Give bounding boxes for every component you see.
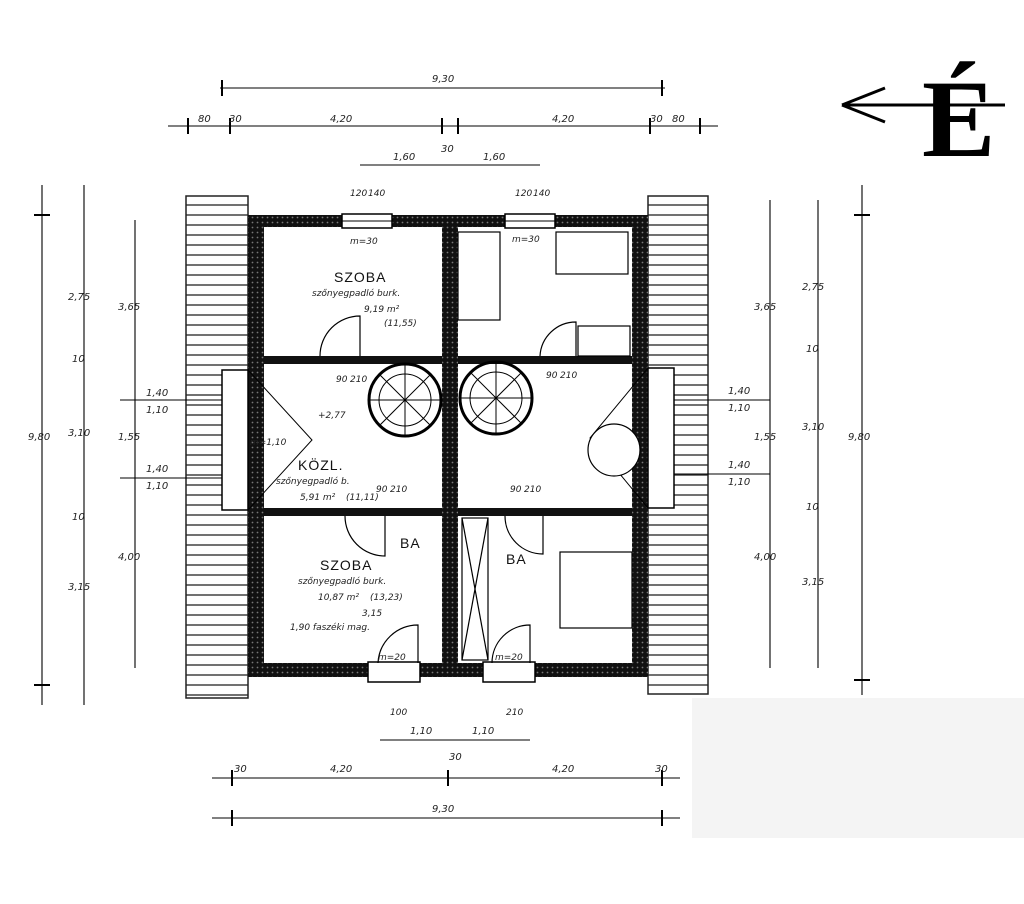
furniture <box>457 231 641 661</box>
door-size: 210 <box>350 375 367 385</box>
dimension-ticks <box>34 80 870 826</box>
dim-left-part: 3,10 <box>68 428 90 439</box>
dim-top-total: 9,30 <box>432 74 454 85</box>
room-2-label: SZOBA szőnyegpadló burk. 10,87 m² (13,23… <box>290 557 403 633</box>
dim-top-part: 30 <box>229 114 242 125</box>
dim-top-part: 30 <box>650 114 663 125</box>
north-letter: É <box>922 58 995 180</box>
dim-bottom-part: 4,20 <box>552 764 574 775</box>
dim-bottom-part: 30 <box>449 752 462 763</box>
door-size: 210 <box>390 485 407 495</box>
window-size: 140 <box>368 189 385 199</box>
ba-label: BA <box>400 535 421 551</box>
door-size: 90 <box>546 371 558 381</box>
room-floor: szőnyegpadló burk. <box>298 576 386 587</box>
dim-right-inner: 4,00 <box>754 552 776 563</box>
dim-right-part: 3,10 <box>802 422 824 433</box>
room-level: +2,77 <box>318 411 346 421</box>
dim-side-window: 1,10 <box>728 403 750 414</box>
room-area: 9,19 m² <box>364 305 400 315</box>
dim-top-part: 80 <box>198 114 211 125</box>
room-floor: szőnyegpadló burk. <box>312 288 400 299</box>
door-size: 90 <box>376 485 388 495</box>
dim-side-window: 1,10 <box>146 481 168 492</box>
dim-left-part: 10 <box>72 354 85 365</box>
dim-top-window-right: 1,60 <box>483 152 505 163</box>
ba-label: BA <box>506 551 527 567</box>
dim-side-window: 1,40 <box>146 388 168 399</box>
north-arrow: É <box>841 58 1005 180</box>
room-floor: szőnyegpadló b. <box>276 476 350 487</box>
window-tag: m=20 <box>378 653 406 663</box>
dim-right-part: 10 <box>806 502 819 513</box>
dim-left-part: 2,75 <box>68 292 90 303</box>
window-tag: m=1,10 <box>250 438 287 448</box>
window-size: 140 <box>533 189 550 199</box>
dim-side-window: 1,40 <box>146 464 168 475</box>
dim-bottom-window: 1,10 <box>472 726 494 737</box>
window-tag: m=30 <box>512 235 540 245</box>
dim-right-total: 9,80 <box>848 432 870 443</box>
dim-top-part: 80 <box>672 114 685 125</box>
room-name: SZOBA <box>320 557 372 573</box>
dim-top-part: 4,20 <box>330 114 352 125</box>
dim-bottom-part: 30 <box>234 764 247 775</box>
dormer-lines <box>247 367 649 511</box>
spiral-stair-right <box>458 360 534 436</box>
dim-left-part: 3,15 <box>68 582 90 593</box>
room-area-gross: (11,55) <box>384 319 417 329</box>
dim-bottom-part: 30 <box>655 764 668 775</box>
room-area-gross: (13,23) <box>370 593 403 603</box>
dim-right-part: 3,15 <box>802 577 824 588</box>
dim-right-part: 2,75 <box>802 282 824 293</box>
dim-right-inner: 1,55 <box>754 432 776 443</box>
dim-top-part: 4,20 <box>552 114 574 125</box>
window-size: 120 <box>515 189 532 199</box>
dim-top-center: 30 <box>441 144 454 155</box>
hall-label: KÖZL. szőnyegpadló b. 5,91 m² (11,11) +2… <box>276 411 379 503</box>
dim-side-window: 1,10 <box>728 477 750 488</box>
dim-left-total: 9,80 <box>28 432 50 443</box>
door-swings <box>319 315 577 664</box>
dim-top-window-left: 1,60 <box>393 152 415 163</box>
dim-left-inner: 4,00 <box>118 552 140 563</box>
dim-right-inner: 3,65 <box>754 302 776 313</box>
dim-bottom-total: 9,30 <box>432 804 454 815</box>
scan-artifact <box>692 698 1024 838</box>
dim-side-window: 1,40 <box>728 386 750 397</box>
door-size: 210 <box>524 485 541 495</box>
room-area: 5,91 m² <box>300 493 336 503</box>
dim-right-part: 10 <box>806 344 819 355</box>
dim-side-window: 1,10 <box>146 405 168 416</box>
room-name: KÖZL. <box>298 456 343 473</box>
window-tag: m=30 <box>350 237 378 247</box>
room-note: 1,90 faszéki mag. <box>290 622 370 633</box>
dim-left-part: 10 <box>72 512 85 523</box>
window-tag: m=20 <box>495 653 523 663</box>
room-1-label: SZOBA szőnyegpadló burk. 9,19 m² (11,55) <box>312 269 417 329</box>
spiral-stair-left <box>367 362 443 438</box>
room-area-gross: (11,11) <box>346 493 379 503</box>
room-name: SZOBA <box>334 269 386 285</box>
door-size: 90 <box>336 375 348 385</box>
door-size: 90 <box>510 485 522 495</box>
dim-bottom-part: 4,20 <box>330 764 352 775</box>
dim-left-inner: 3,65 <box>118 302 140 313</box>
dim-bottom-sill: 210 <box>506 708 523 718</box>
windows <box>221 213 675 683</box>
dim-bottom-sill: 100 <box>390 708 407 718</box>
room-area: 10,87 m² <box>318 593 359 603</box>
dim-bottom-window: 1,10 <box>410 726 432 737</box>
dim-side-window: 1,40 <box>728 460 750 471</box>
room-width: 3,15 <box>362 609 382 619</box>
dim-left-inner: 1,55 <box>118 432 140 443</box>
door-size: 210 <box>560 371 577 381</box>
window-size: 120 <box>350 189 367 199</box>
